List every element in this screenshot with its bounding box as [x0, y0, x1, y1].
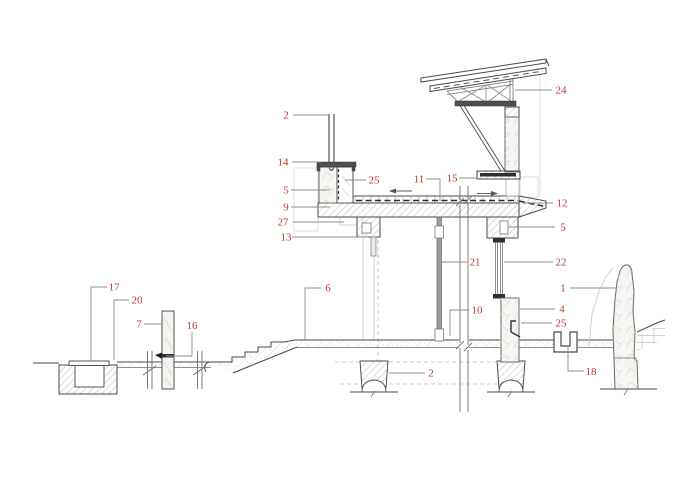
callout-13: 13 [281, 232, 368, 244]
callout-7: 7 [136, 319, 161, 331]
arrow-right [491, 191, 498, 196]
footing-left [350, 360, 398, 398]
interior-post [434, 216, 444, 342]
callout-11: 11 [414, 174, 441, 201]
arrow-left [389, 188, 396, 194]
callout-1: 1 [560, 283, 616, 295]
callout-14: 14 [278, 157, 321, 169]
callout-2-footing: 2 [389, 368, 434, 380]
callout-label: 1 [560, 283, 566, 295]
callout-25-right: 25 [521, 318, 567, 330]
callout-label: 2 [283, 110, 289, 122]
callout-21: 21 [442, 257, 481, 269]
callout-label: 27 [278, 217, 290, 229]
steps [204, 339, 298, 374]
roof-panel [420, 58, 550, 93]
callout-18: 18 [567, 346, 598, 378]
callout-25-parapet: 25 [345, 175, 380, 187]
callout-20: 20 [113, 295, 144, 360]
callout-label: 22 [556, 257, 567, 269]
flashing-detail [510, 320, 521, 338]
callout-label: 7 [136, 319, 142, 331]
callout-label: 25 [369, 175, 381, 187]
callout-label: 9 [283, 202, 289, 214]
callout-label: 24 [556, 85, 568, 97]
callout-label: 6 [325, 283, 331, 295]
callout-label: 21 [470, 257, 481, 269]
floor-slab [317, 202, 520, 218]
timber-post [155, 310, 175, 390]
callout-12: 12 [523, 198, 568, 210]
eave-overhang [518, 195, 547, 218]
callout-label: 16 [187, 320, 199, 332]
clerestory-column [458, 103, 521, 197]
callout-15: 15 [447, 173, 477, 185]
parapet-cap [316, 161, 357, 168]
structure [155, 58, 550, 390]
callout-5-right: 5 [509, 222, 566, 234]
callout-10: 10 [449, 305, 484, 336]
callout-label: 5 [560, 222, 566, 234]
slope-ground-right [588, 267, 666, 351]
walkway [295, 339, 615, 348]
stone-stem-wall [500, 297, 521, 363]
callout-label: 15 [447, 173, 459, 185]
truss-bottom-chord [454, 100, 517, 107]
callout-label: 4 [559, 304, 565, 316]
hanger-left [370, 236, 377, 257]
callout-label: 25 [556, 318, 568, 330]
callout-label: 14 [278, 157, 290, 169]
callout-5-left: 5 [283, 185, 330, 197]
callout-label: 17 [109, 282, 121, 294]
callout-label: 11 [414, 174, 425, 186]
callout-label: 10 [472, 305, 484, 317]
roof-truss [446, 79, 517, 107]
footing-right [487, 360, 535, 398]
callout-22: 22 [504, 257, 567, 269]
diagonal-brace [458, 103, 506, 172]
parapet [316, 114, 357, 204]
standing-stone [600, 264, 657, 396]
soffit-trim [339, 217, 358, 226]
callouts: 2 14 5 9 27 13 25 11 15 24 12 5 21 22 1 … [90, 85, 616, 380]
channel-drain [553, 331, 578, 353]
callout-label: 13 [281, 232, 293, 244]
callout-24: 24 [515, 85, 567, 97]
deck-ribs [354, 196, 518, 203]
membrane-and-arrows [356, 188, 544, 207]
rock-outline-behind [588, 267, 614, 347]
callout-4: 4 [520, 304, 565, 316]
callout-17: 17 [90, 282, 121, 361]
callout-27: 27 [278, 217, 344, 229]
callout-16: 16 [166, 320, 199, 357]
callout-label: 18 [586, 366, 598, 378]
callout-2-top: 2 [283, 110, 329, 122]
callout-6: 6 [304, 283, 331, 340]
ground-and-foundations [33, 264, 666, 398]
glazing [493, 238, 505, 299]
callout-label: 12 [557, 198, 568, 210]
railing-post [328, 114, 335, 165]
trench-grate [68, 360, 110, 366]
callout-9: 9 [283, 202, 330, 214]
break-lines [142, 186, 473, 412]
trench-drain [58, 360, 118, 395]
callout-label: 5 [283, 185, 289, 197]
callout-label: 20 [132, 295, 144, 307]
callout-label: 2 [428, 368, 434, 380]
anchor-marker [155, 352, 162, 359]
